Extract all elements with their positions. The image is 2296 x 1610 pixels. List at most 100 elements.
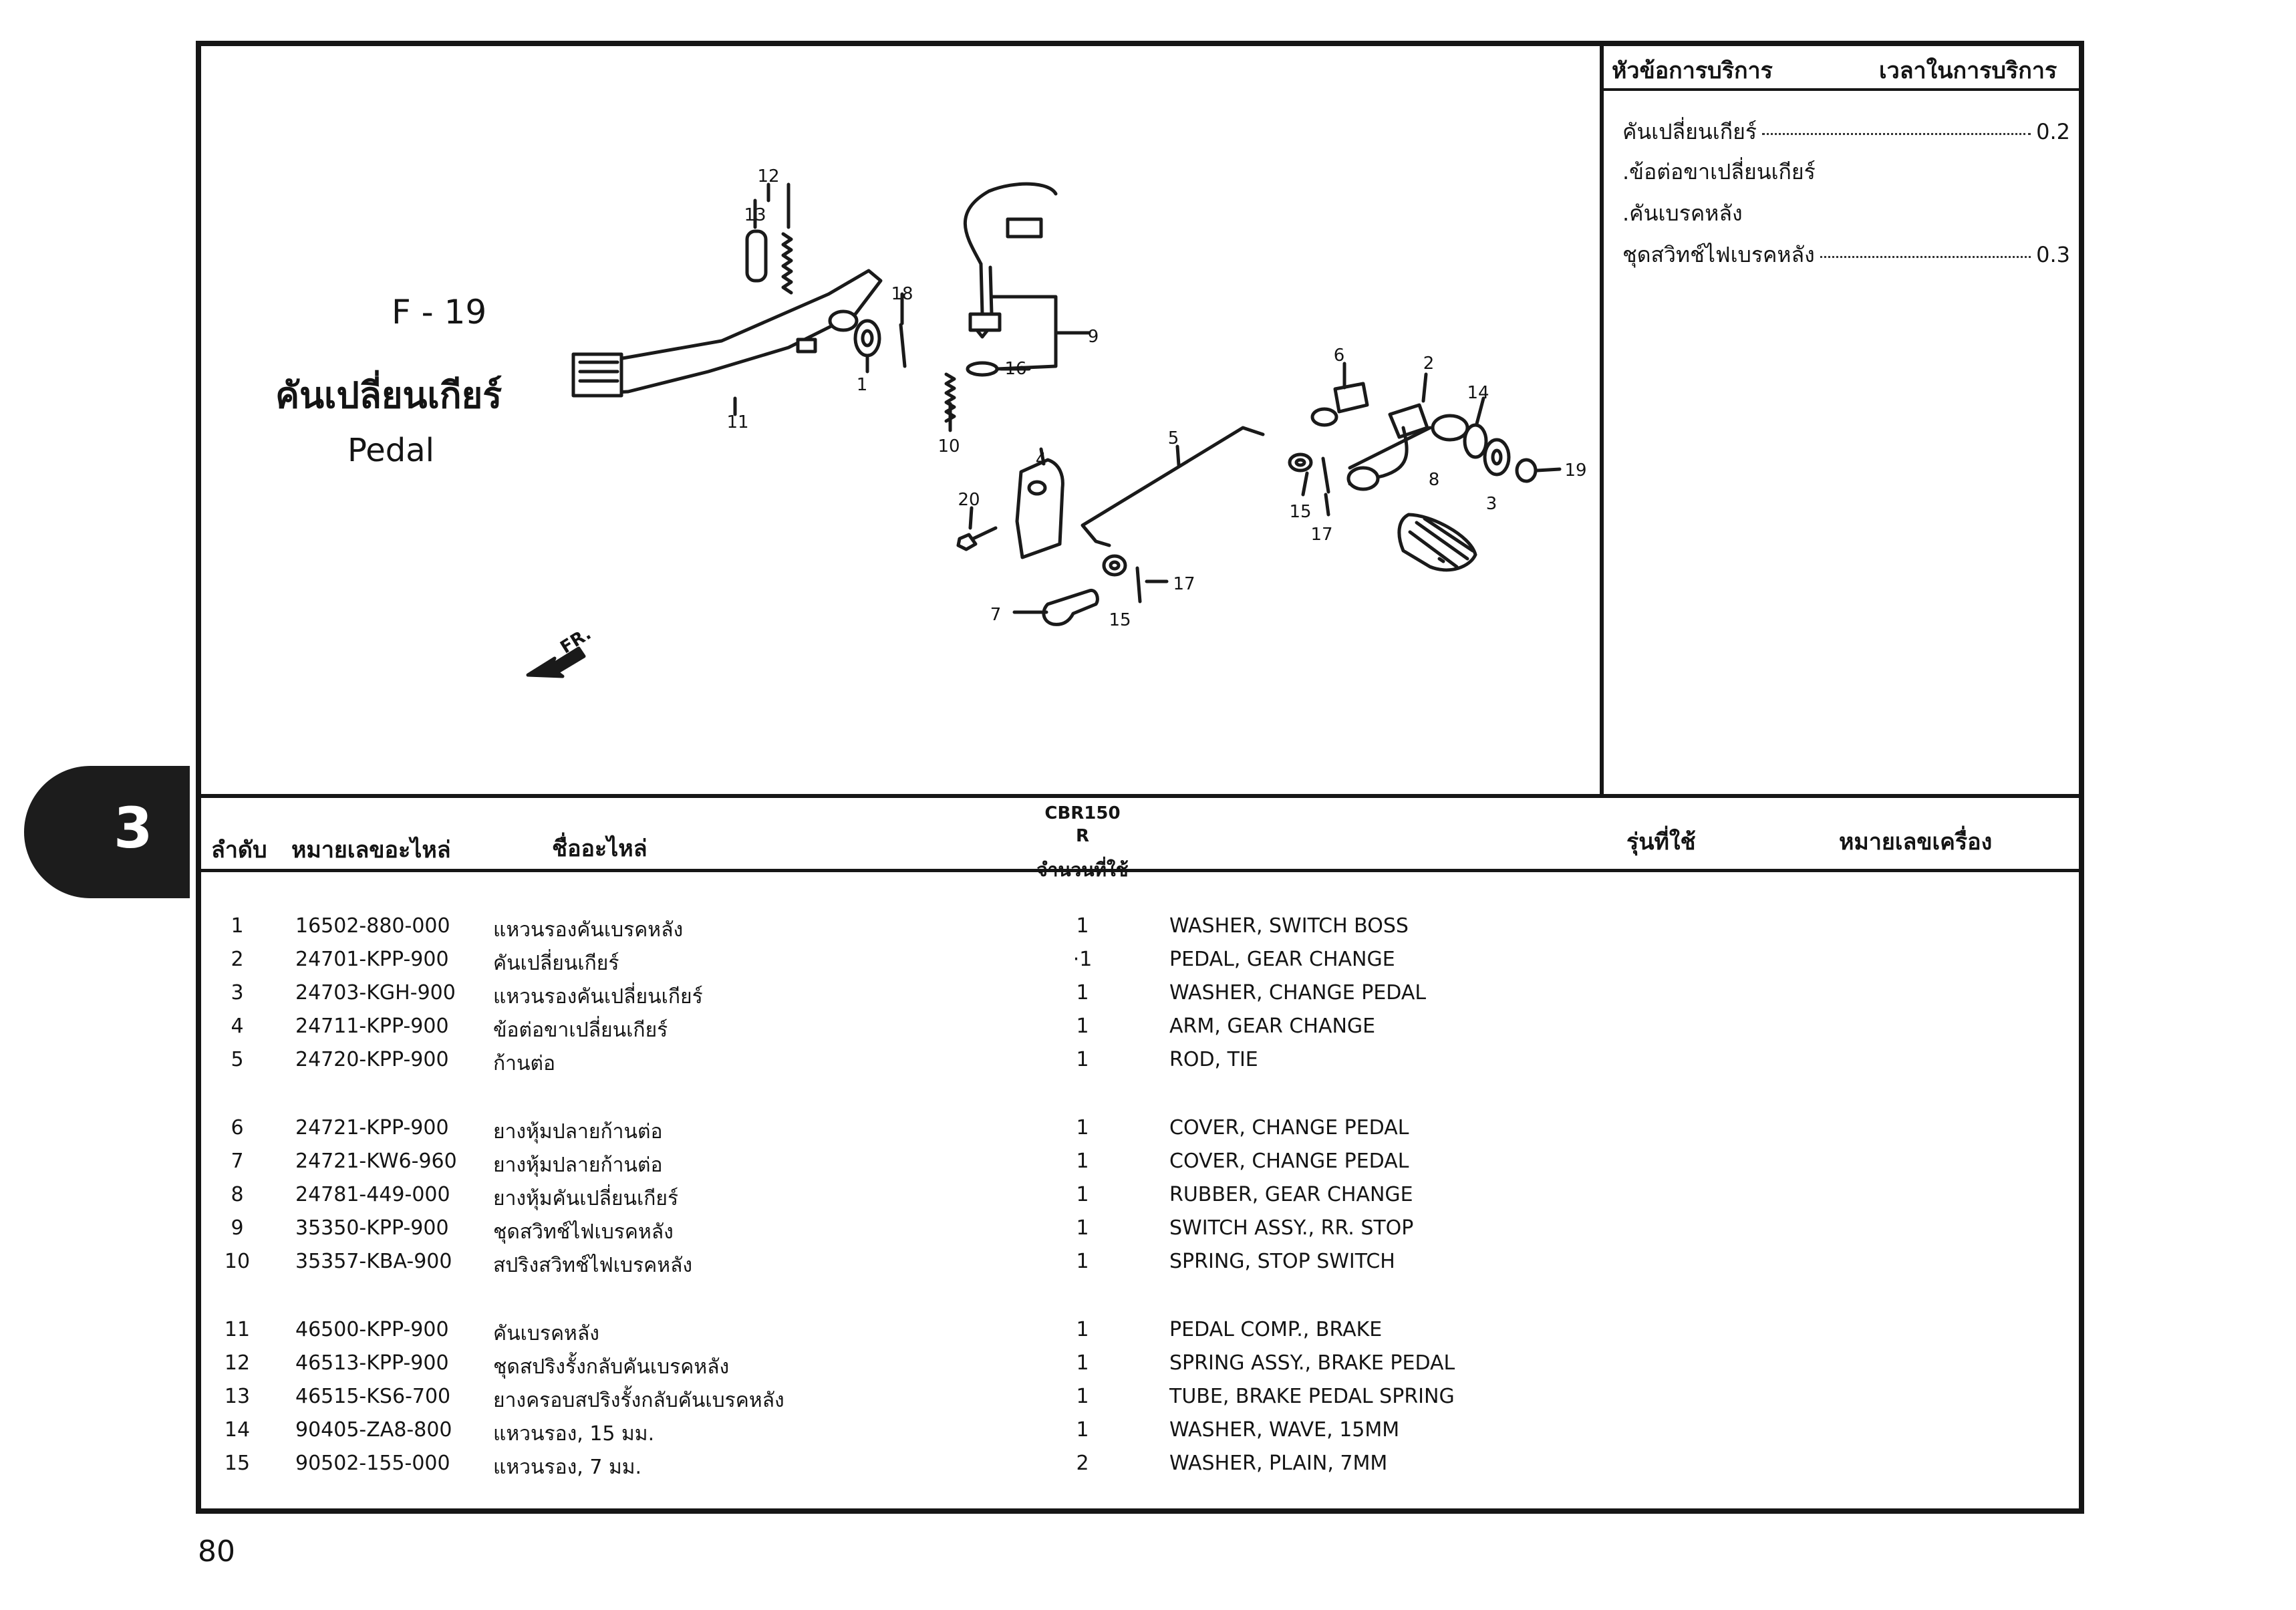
cover-part-7 bbox=[1042, 588, 1099, 626]
quantity: 1 bbox=[1076, 1418, 1089, 1442]
table-top-rule bbox=[199, 794, 2082, 798]
callout-number: 17 bbox=[1310, 525, 1332, 545]
rod-end-part-6 bbox=[1333, 382, 1369, 414]
part-name-english: RUBBER, GEAR CHANGE bbox=[1169, 1183, 1413, 1206]
callout-number: 17 bbox=[1173, 574, 1195, 594]
part-number: 24720-KPP-900 bbox=[295, 1048, 449, 1071]
quantity: 1 bbox=[1076, 1150, 1089, 1173]
part-number: 24721-KW6-960 bbox=[295, 1150, 457, 1173]
callout-number: 9 bbox=[1088, 327, 1099, 347]
callout-number: 11 bbox=[726, 412, 748, 432]
change-pedal-washer-part bbox=[1483, 438, 1511, 477]
cotter-pin-part bbox=[899, 323, 907, 368]
part-name-english: SPRING, STOP SWITCH bbox=[1169, 1250, 1395, 1273]
brake-spring-part bbox=[781, 232, 793, 295]
page-frame bbox=[196, 41, 2084, 1514]
quantity: ·1 bbox=[1072, 948, 1093, 971]
quantity: 1 bbox=[1076, 1015, 1089, 1038]
callout-number: 19 bbox=[1564, 460, 1586, 481]
row-number: 9 bbox=[231, 1216, 244, 1240]
callout-number: 14 bbox=[1467, 383, 1489, 403]
callout-number: 13 bbox=[744, 205, 766, 225]
callout-number: 4 bbox=[1036, 450, 1047, 470]
part-name-english: SPRING ASSY., BRAKE PEDAL bbox=[1169, 1351, 1455, 1375]
row-number: 3 bbox=[231, 981, 244, 1004]
col-header-no: ลำดับ bbox=[211, 837, 267, 863]
part-name-english: ARM, GEAR CHANGE bbox=[1169, 1015, 1376, 1038]
row-number: 13 bbox=[224, 1385, 251, 1408]
service-row: คันเปลี่ยนเกียร์0.2 bbox=[1622, 119, 2070, 144]
part-number: 35357-KBA-900 bbox=[295, 1250, 452, 1273]
quantity: 1 bbox=[1076, 1048, 1089, 1071]
part-number: 46513-KPP-900 bbox=[295, 1351, 449, 1375]
row-number: 12 bbox=[224, 1351, 251, 1375]
part-name-english: WASHER, WAVE, 15MM bbox=[1169, 1418, 1400, 1442]
stop-switch-part bbox=[963, 182, 1058, 339]
cotter-pin-part-lower bbox=[1135, 566, 1142, 603]
quantity: 1 bbox=[1076, 1183, 1089, 1206]
washer-part-1 bbox=[853, 319, 881, 358]
quantity: 1 bbox=[1076, 1216, 1089, 1240]
part-name-english: PEDAL COMP., BRAKE bbox=[1169, 1318, 1383, 1341]
part-name-english: WASHER, CHANGE PEDAL bbox=[1169, 981, 1427, 1004]
part-number: 24711-KPP-900 bbox=[295, 1015, 449, 1038]
callout-number: 1 bbox=[857, 375, 868, 395]
service-header-rule bbox=[1602, 88, 2082, 91]
col-header-model: CBR150 bbox=[1044, 803, 1121, 823]
tie-rod-part bbox=[1081, 426, 1265, 547]
col-header-part-no: หมายเลขอะไหล่ bbox=[291, 837, 451, 863]
section-tab bbox=[24, 766, 190, 898]
part-number: 90405-ZA8-800 bbox=[295, 1418, 452, 1442]
part-number: 24781-449-000 bbox=[295, 1183, 450, 1206]
row-number: 11 bbox=[224, 1318, 251, 1341]
gear-rubber-part bbox=[1397, 513, 1477, 572]
part-number: 16502-880-000 bbox=[295, 914, 450, 938]
o-ring-part bbox=[966, 361, 999, 377]
row-number: 14 bbox=[224, 1418, 251, 1442]
callout-number: 7 bbox=[990, 605, 1002, 625]
col-header-engine-no: หมายเลขเครื่อง bbox=[1839, 829, 1993, 855]
col-header-model-sub: R bbox=[1075, 826, 1090, 846]
row-number: 8 bbox=[231, 1183, 244, 1206]
callout-number: 15 bbox=[1289, 502, 1311, 522]
service-row: .ข้อต่อขาเปลี่ยนเกียร์ bbox=[1622, 159, 1816, 184]
callout-number: 16 bbox=[1004, 359, 1026, 379]
service-header-item: หัวข้อการบริการ bbox=[1612, 57, 1773, 84]
part-number: 35350-KPP-900 bbox=[295, 1216, 449, 1240]
callout-number: 6 bbox=[1334, 346, 1345, 366]
callout-number: 20 bbox=[958, 490, 980, 510]
callout-number: 15 bbox=[1109, 610, 1131, 630]
gear-arm-part bbox=[1015, 458, 1064, 559]
bolt-part bbox=[968, 526, 998, 542]
quantity: 1 bbox=[1076, 1250, 1089, 1273]
part-name-english: WASHER, PLAIN, 7MM bbox=[1169, 1452, 1388, 1475]
quantity: 2 bbox=[1076, 1452, 1089, 1475]
part-name-english: ROD, TIE bbox=[1169, 1048, 1258, 1071]
part-name-english: COVER, CHANGE PEDAL bbox=[1169, 1116, 1409, 1139]
callout-number: 5 bbox=[1168, 428, 1179, 448]
quantity: 1 bbox=[1076, 1385, 1089, 1408]
figure-code: F - 19 bbox=[392, 293, 487, 331]
part-name-english: SWITCH ASSY., RR. STOP bbox=[1169, 1216, 1414, 1240]
row-number: 2 bbox=[231, 948, 244, 971]
figure-title-thai: คันเปลี่ยนเกียร์ bbox=[275, 374, 503, 416]
part-name-english: WASHER, SWITCH BOSS bbox=[1169, 914, 1409, 938]
row-number: 5 bbox=[231, 1048, 244, 1071]
diagram-divider bbox=[1600, 44, 1604, 798]
callout-number: 10 bbox=[938, 436, 960, 456]
part-name-english: COVER, CHANGE PEDAL bbox=[1169, 1150, 1409, 1173]
col-header-qty: จำนวนที่ใช้ bbox=[1036, 859, 1129, 881]
quantity: 1 bbox=[1076, 981, 1089, 1004]
col-header-name: ชื่ออะไหล่ bbox=[552, 835, 648, 862]
